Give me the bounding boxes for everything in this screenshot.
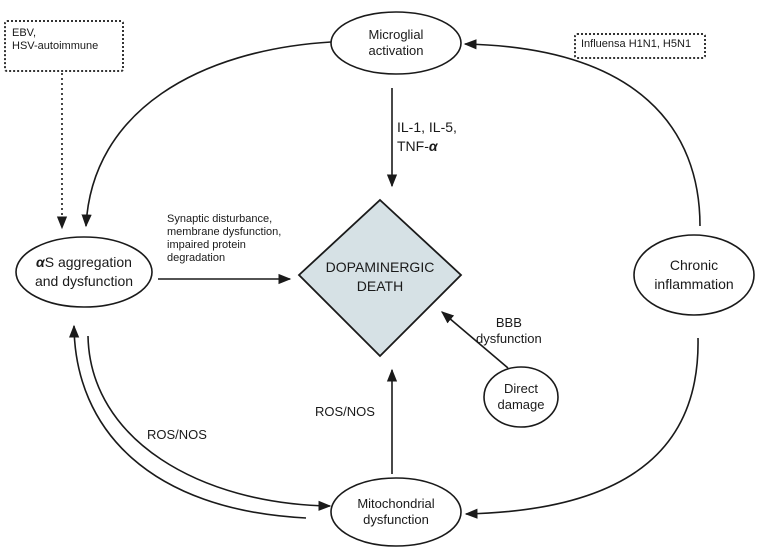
bbb-line-1: BBB [495,315,522,330]
microglial-activation-label: Microglial activation [369,27,424,59]
death-line-1: DOPAMINERGIC [325,259,435,275]
ebv-line-1: EBV, [12,27,37,39]
tnf-prefix: TNF- [397,138,429,154]
chronic-line-2: inflammation [654,276,734,292]
synaptic-line-2: membrane dysfunction, [167,226,282,238]
synaptic-line-1: Synaptic disturbance, [167,213,273,225]
tnf-alpha-symbol: α [428,138,438,154]
mitochondrial-line-2: dysfunction [363,512,429,527]
microglial-line-1: Microglial [368,27,424,42]
ros-nos-center-label: ROS/NOS [315,404,375,419]
alpha-symbol: α [36,254,45,270]
dopaminergic-death-label: DOPAMINERGIC DEATH [326,258,435,296]
mitochondria-to-as-curve [68,324,307,519]
as-to-mitochondria-curve [87,335,332,511]
death-line-2: DEATH [356,278,404,294]
microglia-to-as-curve [81,41,332,228]
bbb-line-2: dysfunction [476,331,542,346]
as-line-1-rest: S aggregation [44,254,132,270]
ebv-box [4,20,124,72]
as-aggregation-node [15,236,153,308]
influenza-box [574,33,706,59]
synaptic-line-4: degradation [167,252,226,264]
direct-damage-line-2: damage [497,397,545,412]
chronic-to-microglia-curve [463,39,701,227]
chronic-line-1: Chronic [669,257,719,273]
cytokines-line-1: IL-1, IL-5, [397,119,457,135]
direct-damage-node [483,366,559,428]
ros-nos-left-label: ROS/NOS [147,427,207,442]
bbb-arrow [441,311,509,369]
synaptic-label: Synaptic disturbance, membrane dysfuncti… [167,213,281,265]
mitochondrial-line-1: Mitochondrial [357,496,435,511]
synaptic-line-3: impaired protein [167,239,246,251]
mitochondrial-dysfunction-label: Mitochondrial dysfunction [357,496,434,528]
as-line-2: and dysfunction [34,273,134,289]
microglial-line-2: activation [368,43,424,58]
dopaminergic-death-diamond [297,198,463,358]
microglial-activation-node [330,11,462,75]
influenza-box-text: Influensa H1N1, H5N1 [581,38,692,50]
mitochondrial-dysfunction-node [330,477,462,547]
ebv-box-text: EBV, HSV-autoimmune [12,27,98,53]
as-line-1: αS aggregation [35,253,133,272]
ebv-line-2: HSV-autoimmune [12,40,99,52]
chronic-inflammation-node [633,234,755,316]
direct-damage-line-1: Direct [504,381,538,396]
direct-damage-label: Direct damage [498,381,545,413]
bbb-label: BBB dysfunction [476,315,542,347]
chronic-to-mitochondria-curve [464,337,699,519]
as-aggregation-label: αS aggregation and dysfunction [35,253,133,291]
cytokines-label: IL-1, IL-5, TNF-α [397,118,457,156]
cytokines-line-2: TNF-α [397,137,457,156]
chronic-inflammation-label: Chronic inflammation [654,256,733,294]
